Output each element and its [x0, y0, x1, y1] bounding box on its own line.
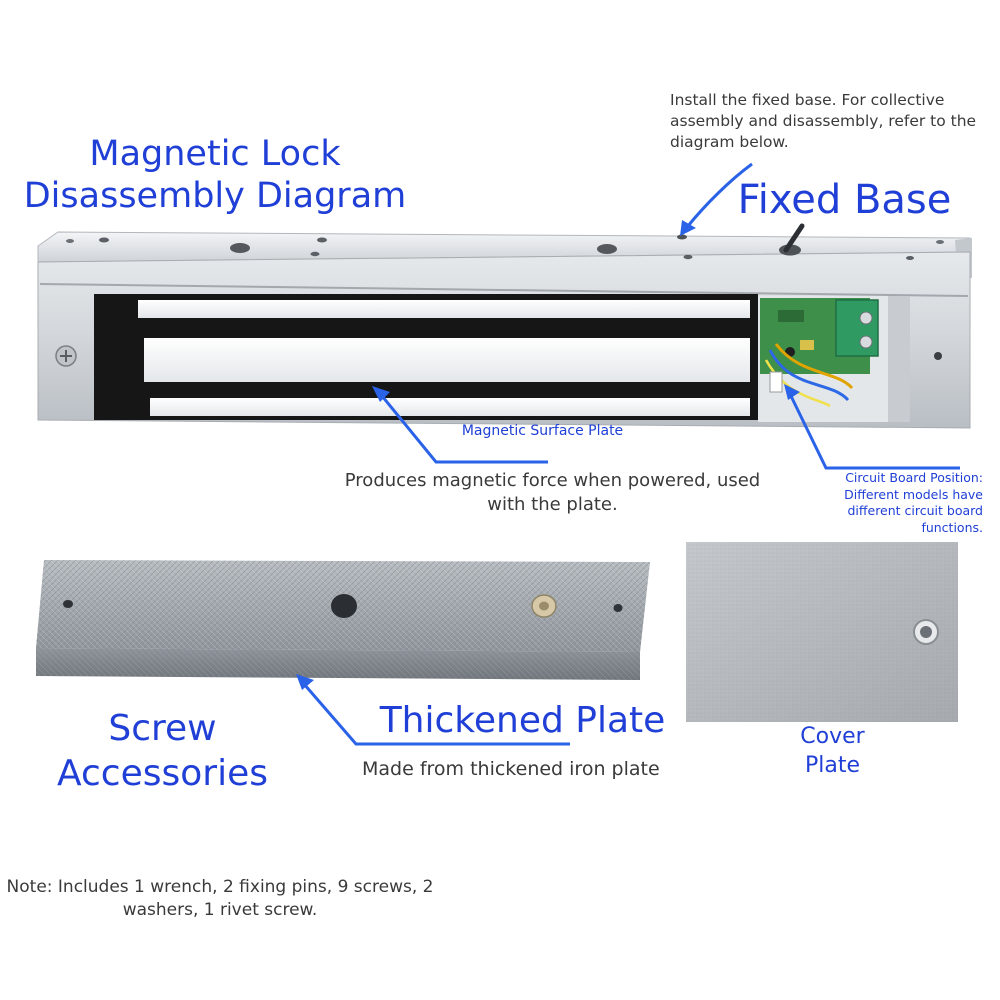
diagram-title: Magnetic Lock Disassembly Diagram [10, 133, 420, 217]
title-line-1: Magnetic Lock [89, 134, 341, 174]
accessories-note: Note: Includes 1 wrench, 2 fixing pins, … [6, 877, 434, 920]
thickened-plate-label: Thickened Plate [379, 700, 666, 741]
magnetic-surface-label: Magnetic Surface Plate [461, 423, 624, 439]
terminal-block [835, 299, 879, 357]
arrow-magnetic-surface [372, 386, 548, 464]
install-note: Install the fixed base. For collective a… [670, 91, 977, 151]
magnet-core [94, 294, 758, 420]
circuit-board-note: Circuit Board Position: Different models… [844, 470, 983, 535]
circuit-board [758, 296, 910, 422]
arrow-fixed-base [680, 162, 753, 236]
magnetic-lock-body [37, 223, 972, 429]
magnetic-description: Produces magnetic force when powered, us… [344, 470, 761, 515]
thickened-plate-description: Made from thickened iron plate [362, 758, 660, 780]
fixed-base-label: Fixed Base [737, 177, 952, 223]
mounting-holes [66, 234, 944, 260]
plate-rivet-icon [531, 594, 557, 618]
title-line-2: Disassembly Diagram [23, 176, 407, 216]
screw-accessories-label: Screw Accessories [57, 708, 268, 794]
thickened-iron-plate [36, 560, 650, 680]
cover-plate-label: Cover Plate [800, 724, 865, 778]
arrow-circuit-board [784, 384, 960, 470]
side-screw-icon [55, 345, 77, 367]
arrow-thickened-plate [296, 674, 570, 746]
cover-plate [686, 542, 958, 722]
